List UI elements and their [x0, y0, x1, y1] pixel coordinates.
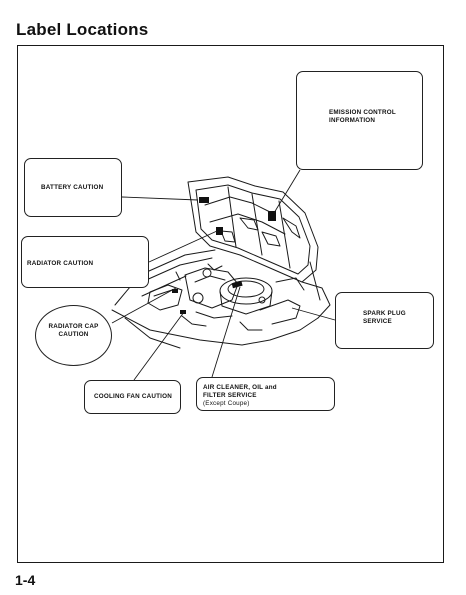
cooling-fan-leader [133, 311, 185, 381]
left-fender [114, 249, 216, 306]
callout-text: COOLING FAN CAUTION [94, 393, 172, 400]
page-number: 1-4 [15, 572, 36, 588]
radiator-leader [148, 230, 218, 263]
callout-text: AIR CLEANER, OIL and [203, 384, 277, 391]
battery-label-patch [199, 197, 209, 203]
radiator-label-patch [216, 227, 223, 235]
air-cleaner-leader [211, 286, 241, 378]
callout-text: FILTER SERVICE [203, 391, 257, 399]
radiator-cap-caution-callout: RADIATOR CAP CAUTION [35, 305, 112, 366]
air-cleaner-oil-filter-callout: AIR CLEANER, OIL and FILTER SERVICE (Exc… [196, 377, 335, 411]
emission-control-callout: EMISSION CONTROL INFORMATION [296, 71, 423, 170]
diagram-frame [17, 45, 444, 563]
callout-text: RADIATOR CAP [48, 323, 99, 330]
page-title: Label Locations [16, 20, 149, 39]
callout-text: RADIATOR CAUTION [27, 260, 94, 267]
cooling-fan-caution-callout: COOLING FAN CAUTION [84, 380, 181, 414]
spark-plug-service-callout: SPARK PLUG SERVICE [335, 292, 434, 349]
callout-text: EMISSION CONTROL [329, 109, 396, 116]
battery-leader [121, 196, 199, 201]
battery-shape [147, 284, 183, 311]
callout-text: (Except Coupe) [203, 399, 250, 407]
battery-caution-callout: BATTERY CAUTION [24, 158, 122, 217]
emission-label-patch [268, 211, 276, 221]
spark-plug-leader [291, 307, 336, 321]
emission-leader [273, 169, 301, 214]
radiator-caution-callout: RADIATOR CAUTION [21, 236, 149, 288]
callout-text: CAUTION [58, 330, 89, 338]
radiator-cap-leader [111, 287, 177, 324]
callout-text: SERVICE [363, 317, 392, 325]
callout-text: SPARK PLUG [363, 310, 406, 317]
callout-text: BATTERY CAUTION [41, 184, 104, 191]
callout-text: INFORMATION [329, 116, 376, 124]
hood-outline [187, 176, 319, 283]
air-cleaner-shape [219, 277, 273, 305]
